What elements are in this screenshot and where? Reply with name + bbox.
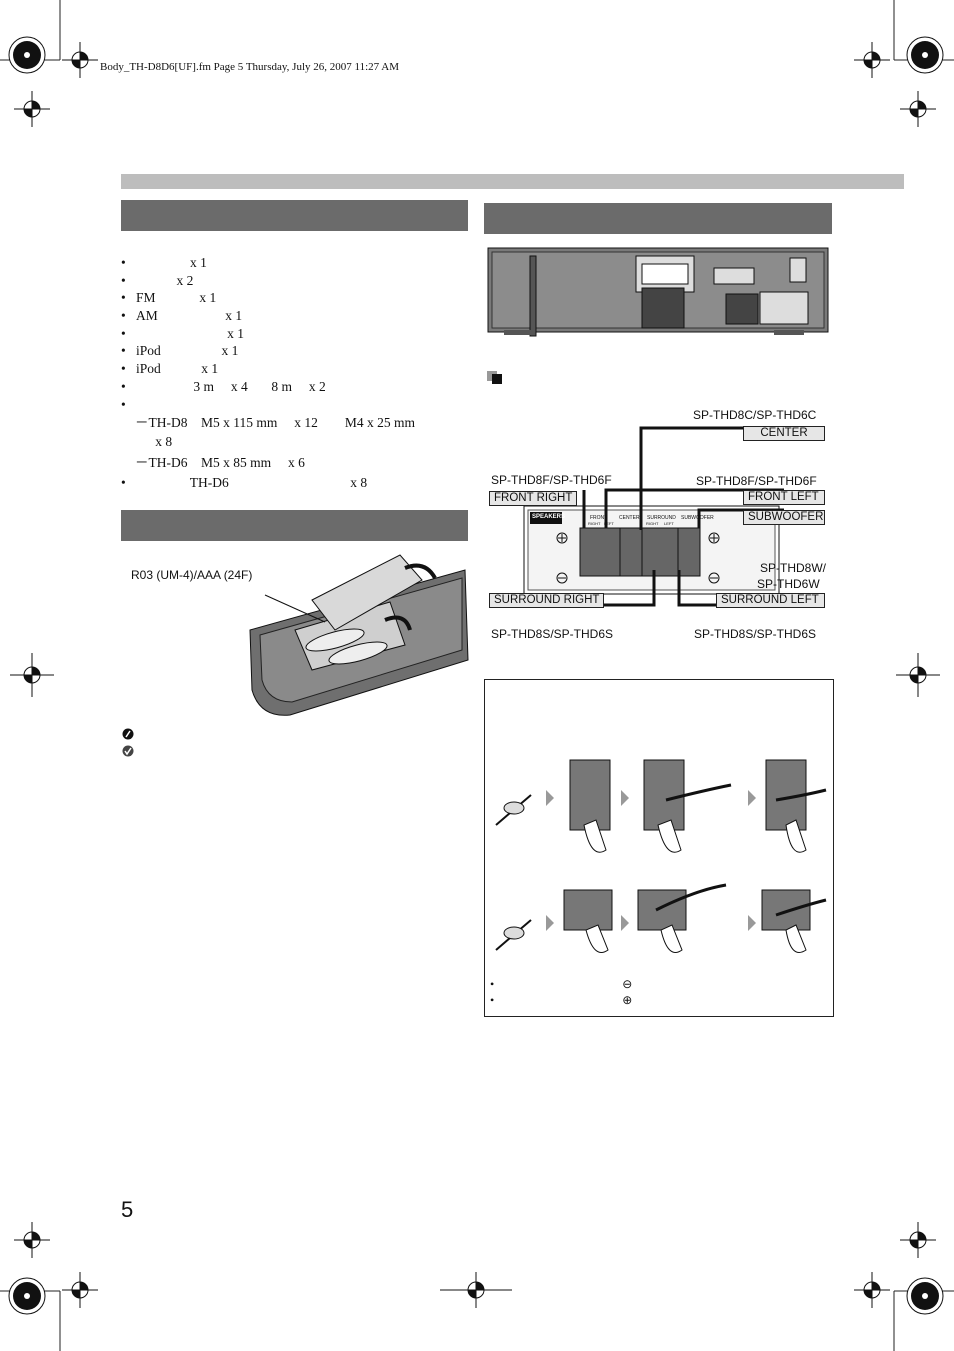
receiver-rear-panel [487,247,829,337]
remote-battery-illustration [249,554,469,716]
list-item: •AM x 1 [121,308,243,324]
center-label: CENTER [743,426,825,441]
wiring-steps-frame [484,679,834,1017]
list-item: • TH-D6 x 8 [121,475,368,491]
front-left-model-label: SP-THD8F/SP-THD6F [696,474,817,488]
list-item: －TH-D6 M5 x 85 mm x 6 [135,454,305,470]
panel-center-label: CENTER [619,515,640,521]
subwoofer-label: SUBWOOFER [743,510,825,525]
note-icon [122,728,134,740]
front-left-label: FRONT LEFT [743,490,825,505]
list-item: •FM x 1 [121,290,217,306]
panel-front-label: FRONT [590,515,608,521]
surround-right-model-label: SP-THD8S/SP-THD6S [491,627,614,641]
list-item: －TH-D8 M5 x 115 mm x 12 M4 x 25 mm [135,415,415,431]
list-item: x 8 [135,433,173,449]
panel-left2-label: LEFT [664,521,674,526]
accessories-list: • x 1 • x 2 •FM x 1 •AM x 1 • x 1 •iPod … [121,254,461,492]
list-item: • x 2 [121,272,194,288]
list-item: • [121,396,126,412]
center-model-label: SP-THD8C/SP-THD6C [693,408,817,422]
top-gray-bar [121,174,904,189]
panel-speakers-label: SPEAKERS [532,514,566,520]
surround-left-label: SURROUND LEFT [716,593,825,608]
speaker-connection-diagram [523,426,814,607]
file-info-header: Body_TH-D8D6[UF].fm Page 5 Thursday, Jul… [100,61,400,73]
panel-surround-label: SURROUND [647,515,676,521]
surround-left-model-label: SP-THD8S/SP-THD6S [694,627,817,641]
battery-type-label: R03 (UM-4)/AAA (24F) [131,568,253,582]
plus-note: •⊕ [490,993,633,1007]
connection-marker-icon [487,371,502,384]
wiring-steps-illustration [495,759,827,953]
subwoofer-model-label-1: SP-THD8W/ [760,561,826,575]
page-number: 5 [121,1197,134,1222]
list-item: • 3 m x 4 8 m x 2 [121,378,326,394]
minus-note: •⊖ [490,977,633,991]
list-item: •iPod x 1 [121,361,219,377]
surround-right-label: SURROUND RIGHT [489,593,605,608]
front-right-label: FRONT RIGHT [489,491,578,506]
accessories-section-bar [121,200,468,231]
panel-right-label: RIGHT [588,521,601,526]
panel-left-label: LEFT [604,521,614,526]
speaker-section-bar [484,203,832,234]
list-item: • x 1 [121,325,244,341]
panel-subwoofer-label: SUBWOOFER [681,515,714,521]
battery-section-bar [121,510,468,541]
list-item: •iPod x 1 [121,343,239,359]
subwoofer-model-label-2: SP-THD6W [757,577,820,591]
list-item: • x 1 [121,255,207,270]
front-right-model-label: SP-THD8F/SP-THD6F [491,473,612,487]
check-icon [122,745,134,757]
panel-right2-label: RIGHT [646,521,659,526]
